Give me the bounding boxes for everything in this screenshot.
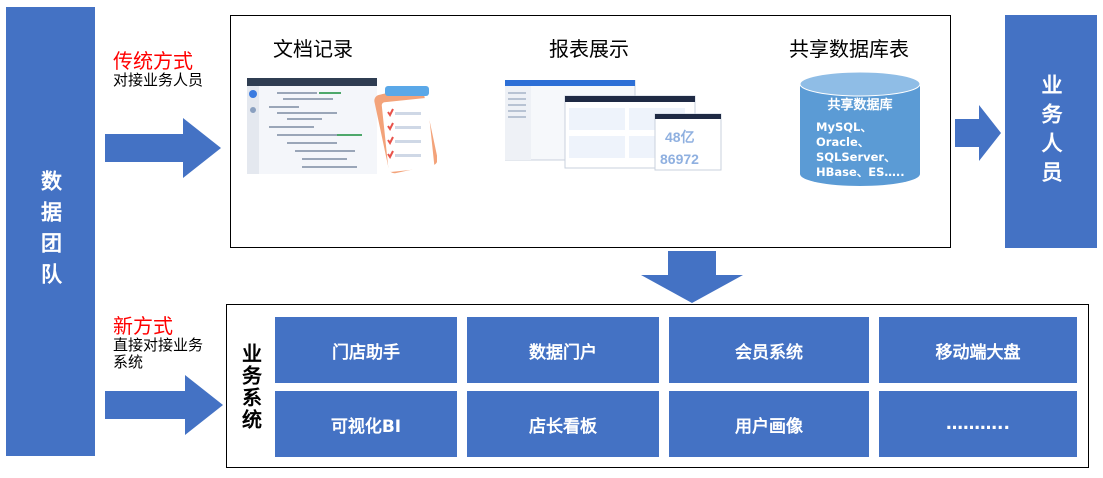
db-engine: MySQL、 (816, 120, 872, 134)
doc-record-heading: 文档记录 (273, 37, 353, 61)
shared-db-heading: 共享数据库表 (789, 37, 909, 61)
tile-store-assistant: 门店助手 (275, 317, 457, 383)
database-cylinder-icon: 共享数据库 MySQL、 Oracle、 SQLServer、 HBase、ES… (798, 70, 922, 188)
arrow-right-icon (105, 375, 223, 435)
arrow-right-icon (955, 105, 1001, 161)
new-way-title: 新方式 (113, 314, 173, 338)
traditional-box: 文档记录 报表展示 共享数据库表 (230, 15, 951, 248)
db-engine: SQLServer、 (816, 150, 896, 164)
tile-user-profile: 用户画像 (669, 391, 869, 457)
traditional-desc: 对接业务人员 (113, 71, 204, 89)
report-screenshot-icon: 48亿 86972 (504, 79, 725, 176)
arrow-down-icon (641, 251, 743, 303)
document-screenshot-icon (247, 78, 438, 178)
db-engine: HBase、ES….. (816, 165, 905, 179)
business-systems-label: 业务系统 (238, 343, 263, 431)
data-team-label: 数据团队 (38, 169, 63, 294)
report-big-number-1: 48亿 (665, 129, 695, 145)
traditional-caption: 传统方式 对接业务人员 (113, 50, 228, 89)
tile-data-portal: 数据门户 (467, 317, 659, 383)
report-heading: 报表展示 (549, 37, 629, 61)
new-way-caption: 新方式 直接对接业务系统 (113, 315, 213, 371)
tile-manager-board: 店长看板 (467, 391, 659, 457)
tile-mobile-dashboard: 移动端大盘 (879, 317, 1077, 383)
new-way-desc: 直接对接业务系统 (113, 336, 204, 371)
business-staff-label: 业务人员 (1039, 73, 1063, 190)
arrow-right-icon (105, 118, 221, 178)
tile-member-system: 会员系统 (669, 317, 869, 383)
db-engine: Oracle、 (816, 135, 870, 149)
business-systems-box: 业务系统 门店助手 数据门户 会员系统 移动端大盘 可视化BI 店长看板 用户画… (226, 304, 1089, 468)
business-staff-bar: 业务人员 (1005, 15, 1097, 248)
tile-visual-bi: 可视化BI (275, 391, 457, 457)
traditional-title: 传统方式 (113, 49, 193, 73)
database-title: 共享数据库 (827, 98, 893, 113)
database-engines: MySQL、 Oracle、 SQLServer、 HBase、ES….. (816, 120, 922, 180)
data-team-bar: 数据团队 (6, 7, 95, 456)
report-big-number-2: 86972 (660, 151, 699, 167)
tile-more: ……….. (879, 391, 1077, 457)
